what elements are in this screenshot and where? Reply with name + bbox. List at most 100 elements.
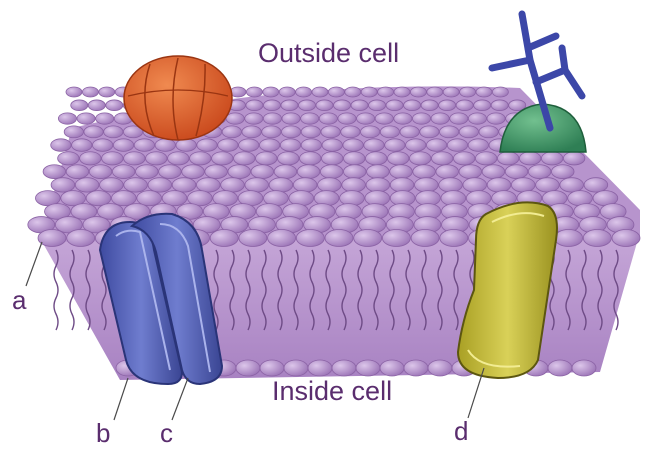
lipid-head	[66, 87, 82, 97]
lipid-head	[43, 165, 66, 179]
lipid-head	[511, 178, 535, 192]
lipid-head	[332, 360, 356, 376]
lipid-head	[260, 360, 284, 376]
lipid-head	[205, 165, 228, 179]
lipid-head	[251, 165, 274, 179]
lipid-head	[71, 100, 88, 111]
lipid-head	[234, 152, 255, 165]
lipid-head	[354, 230, 382, 247]
lipid-head	[491, 100, 508, 111]
lipid-head	[246, 100, 263, 111]
lipid-head	[82, 87, 98, 97]
lipid-head	[88, 100, 105, 111]
lipid-head	[77, 113, 95, 124]
lipid-head	[296, 87, 312, 97]
lipid-head	[80, 152, 101, 165]
lipid-head	[411, 230, 439, 247]
lipid-head	[51, 178, 75, 192]
lipid-head	[312, 87, 328, 97]
lipid-head	[259, 139, 279, 152]
lipid-head	[420, 126, 439, 138]
lipid-head	[242, 126, 261, 138]
lipid-head	[236, 360, 260, 376]
lipid-head	[263, 113, 281, 124]
lipid-head	[479, 126, 498, 138]
lipid-head	[325, 230, 353, 247]
lipid-head	[100, 178, 124, 192]
lipid-head	[274, 165, 297, 179]
lipid-head	[345, 87, 361, 97]
lipid-head	[361, 87, 377, 97]
lipid-head	[476, 87, 492, 97]
lipid-head	[92, 139, 112, 152]
lipid-head	[456, 100, 473, 111]
lipid-head	[226, 113, 244, 124]
lipid-head	[137, 191, 162, 206]
callout-a: a	[12, 287, 26, 313]
lipid-head	[439, 100, 456, 111]
lipid-head	[453, 152, 474, 165]
lipid-head	[366, 152, 387, 165]
lipid-head	[282, 113, 300, 124]
lipid-head	[159, 165, 182, 179]
lipid-head	[351, 100, 368, 111]
lipid-head	[84, 126, 103, 138]
lipid-head	[475, 152, 496, 165]
lipid-head	[328, 87, 344, 97]
lipid-head	[413, 165, 436, 179]
lipid-head	[555, 230, 583, 247]
lipid-head	[322, 139, 342, 152]
lipid-head	[300, 152, 321, 165]
lipid-head	[318, 178, 342, 192]
lipid-head	[263, 100, 280, 111]
lipid-head	[343, 139, 363, 152]
lipid-head	[427, 87, 443, 97]
lipid-head	[58, 152, 79, 165]
lipid-head	[344, 165, 367, 179]
lipid-head	[221, 178, 245, 192]
lipid-head	[431, 113, 449, 124]
lipid-head	[182, 165, 205, 179]
lipid-head	[75, 178, 99, 192]
lipid-head	[548, 360, 572, 376]
lipid-head	[468, 113, 486, 124]
lipid-head	[390, 165, 413, 179]
lipid-head	[263, 87, 279, 97]
lipid-head	[459, 126, 478, 138]
lipid-head	[308, 360, 332, 376]
lipid-head	[394, 113, 412, 124]
lipid-head	[428, 360, 452, 376]
lipid-head	[228, 165, 251, 179]
lipid-head	[296, 230, 324, 247]
lipid-head	[197, 139, 217, 152]
lipid-head	[342, 178, 366, 192]
lipid-head	[421, 100, 438, 111]
lipid-head	[51, 139, 71, 152]
outside-cell-label: Outside cell	[258, 40, 399, 67]
lipid-head	[341, 126, 360, 138]
lipid-head	[222, 126, 241, 138]
lipid-head	[319, 113, 337, 124]
lipid-head	[450, 113, 468, 124]
lipid-head	[338, 113, 356, 124]
lipid-head	[404, 100, 421, 111]
lipid-head	[148, 178, 172, 192]
lipid-head	[551, 165, 574, 179]
lipid-head	[439, 178, 463, 192]
lipid-head	[612, 230, 640, 247]
lipid-head	[245, 178, 269, 192]
lipid-head	[96, 113, 114, 124]
lipid-head	[111, 191, 136, 206]
callout-c: c	[160, 420, 173, 446]
lipid-head	[64, 126, 83, 138]
inside-cell-label: Inside cell	[272, 378, 392, 405]
lipid-head	[278, 152, 299, 165]
lipid-head	[367, 165, 390, 179]
lipid-head	[268, 230, 296, 247]
lipid-head	[301, 126, 320, 138]
lipid-head	[356, 360, 380, 376]
lipid-head	[505, 165, 528, 179]
lipid-head	[155, 139, 175, 152]
lipid-head	[528, 165, 551, 179]
